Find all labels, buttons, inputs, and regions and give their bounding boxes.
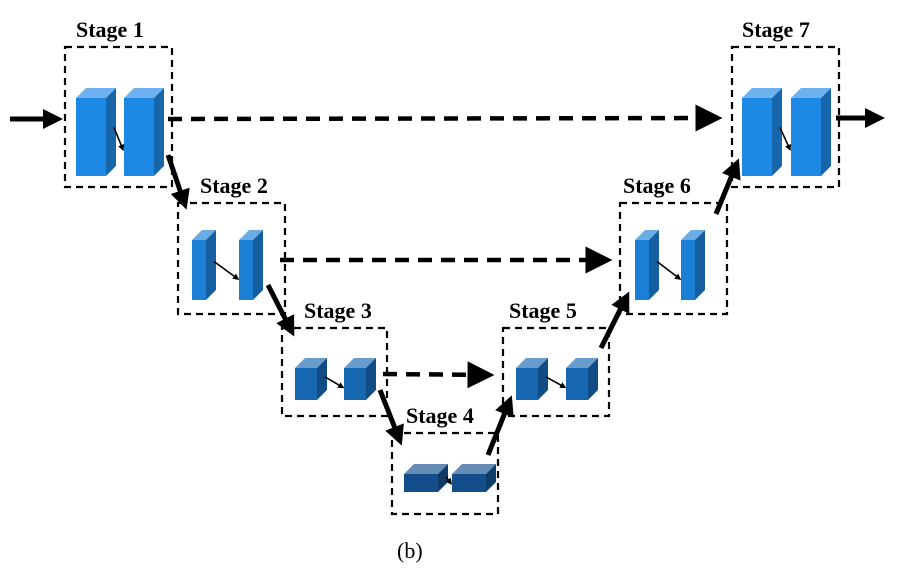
stage-5-block-2-side	[588, 358, 598, 400]
stage-1-block-1-top	[76, 88, 116, 98]
stage-4-block-2-top	[452, 464, 496, 474]
stage-3-inner-arrow	[324, 376, 345, 389]
stage-5-block-1-side	[538, 358, 548, 400]
stage-4-block-1-side	[438, 464, 448, 492]
skip-connection-1-7	[167, 104, 723, 132]
stage-5-block-2-front	[566, 368, 588, 400]
stage-2-block-1-side	[206, 230, 216, 300]
stage-2-block-2-top	[239, 230, 263, 240]
stage-7-block-1-front	[742, 98, 772, 176]
stage-1-block-2-side	[154, 88, 164, 176]
stage-4-block-2-front	[452, 474, 486, 492]
stage-5-box	[501, 326, 611, 418]
stage-7-block-2-front	[791, 98, 821, 176]
stage-4-block-1-top	[404, 464, 448, 474]
stage-1-block-2-front	[124, 98, 154, 176]
stage-2-block-2-front	[239, 240, 253, 300]
stage-1-block-1-side	[106, 88, 116, 176]
stage-3-block-1-side	[317, 358, 327, 400]
stage-7-label: Stage 7	[742, 17, 810, 42]
stage-3-block-1-top	[295, 358, 327, 368]
stage-1-block-1-front	[76, 98, 106, 176]
stage-6-inner-arrow	[656, 260, 682, 280]
stage-1-box	[63, 45, 174, 189]
down-arrow-3-4	[377, 389, 404, 446]
up-arrow-6-7	[713, 158, 741, 215]
stage-5-label: Stage 5	[509, 298, 577, 323]
figure-caption: (b)	[397, 538, 423, 563]
stage-6-label: Stage 6	[623, 173, 691, 198]
stage-3-block-2-front	[344, 368, 366, 400]
stage-4-box	[390, 431, 500, 516]
skip-connection-3-5	[382, 361, 495, 389]
conv-blocks	[76, 88, 831, 492]
stage-6-block-2-front	[681, 240, 695, 300]
stage-1-inner-arrow	[113, 127, 125, 152]
stage-7-block-2-side	[821, 88, 831, 176]
stage-5-inner-arrow	[545, 376, 567, 389]
stage-7-block-1-side	[772, 88, 782, 176]
up-arrow-5-6	[598, 291, 630, 350]
stage-2-label: Stage 2	[200, 173, 268, 198]
stage-4-label: Stage 4	[406, 403, 474, 428]
stage-5-block-1-top	[516, 358, 548, 368]
stage-4-block-1-front	[404, 474, 438, 492]
stage-7-block-1-top	[742, 88, 782, 98]
stage-3-block-1-front	[295, 368, 317, 400]
stage-6-block-1-top	[635, 230, 659, 240]
stage-1-label: Stage 1	[76, 17, 144, 42]
stage-4-inner-arrow	[445, 476, 452, 485]
stage-7-block-2-top	[791, 88, 831, 98]
stage-3-block-2-top	[344, 358, 376, 368]
stage-6-block-2-top	[681, 230, 705, 240]
down-arrow-1-2	[165, 154, 190, 210]
stage-7-box	[730, 45, 841, 189]
stage-1-block-2-top	[124, 88, 164, 98]
stage-2-inner-arrow	[213, 260, 240, 280]
stage-6-block-1-side	[649, 230, 659, 300]
stage-7-inner-arrow	[779, 127, 791, 152]
stage-5-block-2-top	[566, 358, 598, 368]
stage-3-label: Stage 3	[304, 298, 372, 323]
stage-2-block-2-side	[253, 230, 263, 300]
stage-3-block-2-side	[366, 358, 376, 400]
down-arrow-2-3	[265, 283, 295, 337]
stage-6-block-2-side	[695, 230, 705, 300]
stage-2-block-1-top	[192, 230, 216, 240]
stage-6-box	[618, 201, 729, 316]
up-arrow-4-5	[485, 395, 514, 456]
stage-4-block-2-side	[486, 464, 496, 492]
stage-6-block-1-front	[635, 240, 649, 300]
stage-2-block-1-front	[192, 240, 206, 300]
stage-5-block-1-front	[516, 368, 538, 400]
